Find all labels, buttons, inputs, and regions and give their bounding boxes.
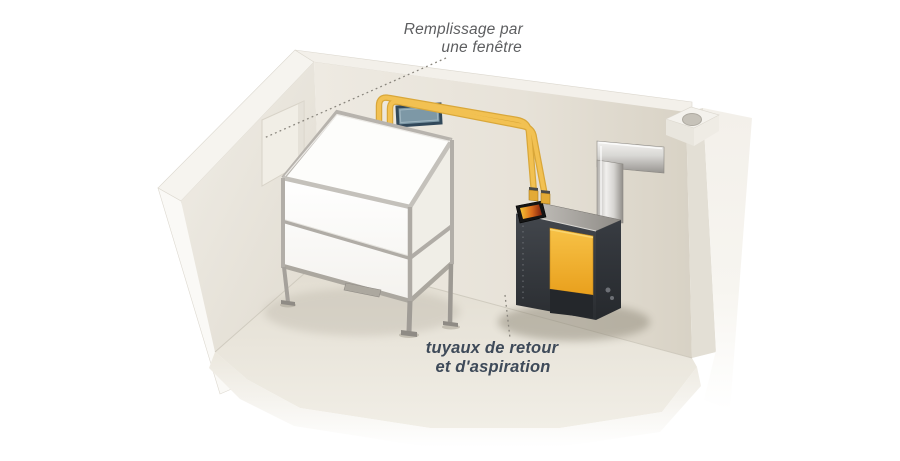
tube-connector-1 bbox=[528, 189, 539, 202]
leader-line-filling bbox=[263, 57, 447, 139]
boiler-shadow bbox=[498, 303, 650, 341]
silo-shadow bbox=[264, 288, 460, 336]
pellet-boiler bbox=[515, 187, 622, 320]
label-pipes-line1: tuyaux de retour bbox=[426, 339, 560, 357]
label-filling-line1: Remplissage par bbox=[404, 21, 524, 38]
right-wall-cut-face bbox=[703, 108, 752, 410]
window-recess-shadow bbox=[298, 101, 304, 167]
flue-highlight bbox=[598, 141, 663, 221]
boiler-pedestal bbox=[550, 289, 593, 318]
silo-right-face bbox=[410, 140, 452, 300]
boiler-side-face bbox=[596, 220, 621, 320]
leader-lines bbox=[263, 57, 511, 339]
boiler-control-panel bbox=[515, 200, 547, 224]
boiler-door-highlight bbox=[549, 228, 594, 239]
control-panel-screen bbox=[520, 204, 542, 219]
tube-connectors bbox=[528, 187, 551, 205]
leader-line-pipes bbox=[504, 294, 511, 339]
pellet-silo bbox=[280, 109, 460, 338]
silo-top-face bbox=[283, 112, 452, 207]
silo-frame-posts bbox=[281, 140, 454, 302]
boiler-door bbox=[549, 227, 594, 296]
tube-2 bbox=[388, 99, 547, 198]
flue-duct bbox=[596, 140, 665, 224]
chimney-ledge bbox=[665, 106, 720, 146]
chimney-hole bbox=[682, 113, 702, 126]
flue-vertical-run bbox=[596, 159, 624, 224]
right-wall-inner-face bbox=[686, 108, 716, 358]
annotations: Remplissage par une fenêtre tuyaux de re… bbox=[404, 21, 560, 376]
label-filling-line2: une fenêtre bbox=[441, 39, 522, 56]
label-pipes-line2: et d'aspiration bbox=[435, 358, 550, 376]
boiler-side-fitting-2 bbox=[610, 296, 614, 300]
silo-outlet bbox=[343, 282, 382, 298]
chimney-ledge-right bbox=[694, 115, 719, 146]
silo-legs bbox=[280, 263, 460, 338]
boiler-side-fitting-1 bbox=[605, 287, 611, 293]
suction-tubes bbox=[375, 94, 549, 200]
tube-connector-2 bbox=[540, 192, 551, 205]
floor-slab-front bbox=[209, 352, 701, 447]
